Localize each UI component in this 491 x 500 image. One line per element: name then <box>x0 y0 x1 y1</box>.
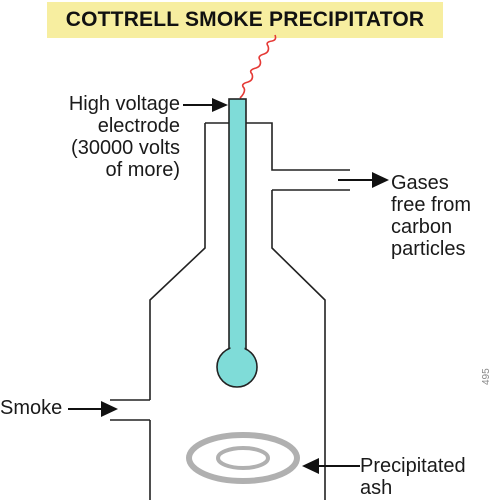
watermark-text: 495 <box>481 368 491 385</box>
chamber-outline <box>149 122 350 500</box>
smoke-label: Smoke <box>0 397 63 419</box>
gases-label: Gases free from carbon particles <box>391 172 472 260</box>
electrode-rod <box>228 98 247 356</box>
diagram-title: COTTRELL SMOKE PRECIPITATOR <box>47 2 443 38</box>
ash-deposit <box>186 432 300 484</box>
red-coil-icon <box>239 34 277 99</box>
smoke-inlet <box>110 399 150 421</box>
electrode-label: High voltage electrode (30000 volts of m… <box>68 93 180 181</box>
ash-label: Precipitated ash <box>360 455 466 499</box>
arrow-icon <box>68 98 389 474</box>
